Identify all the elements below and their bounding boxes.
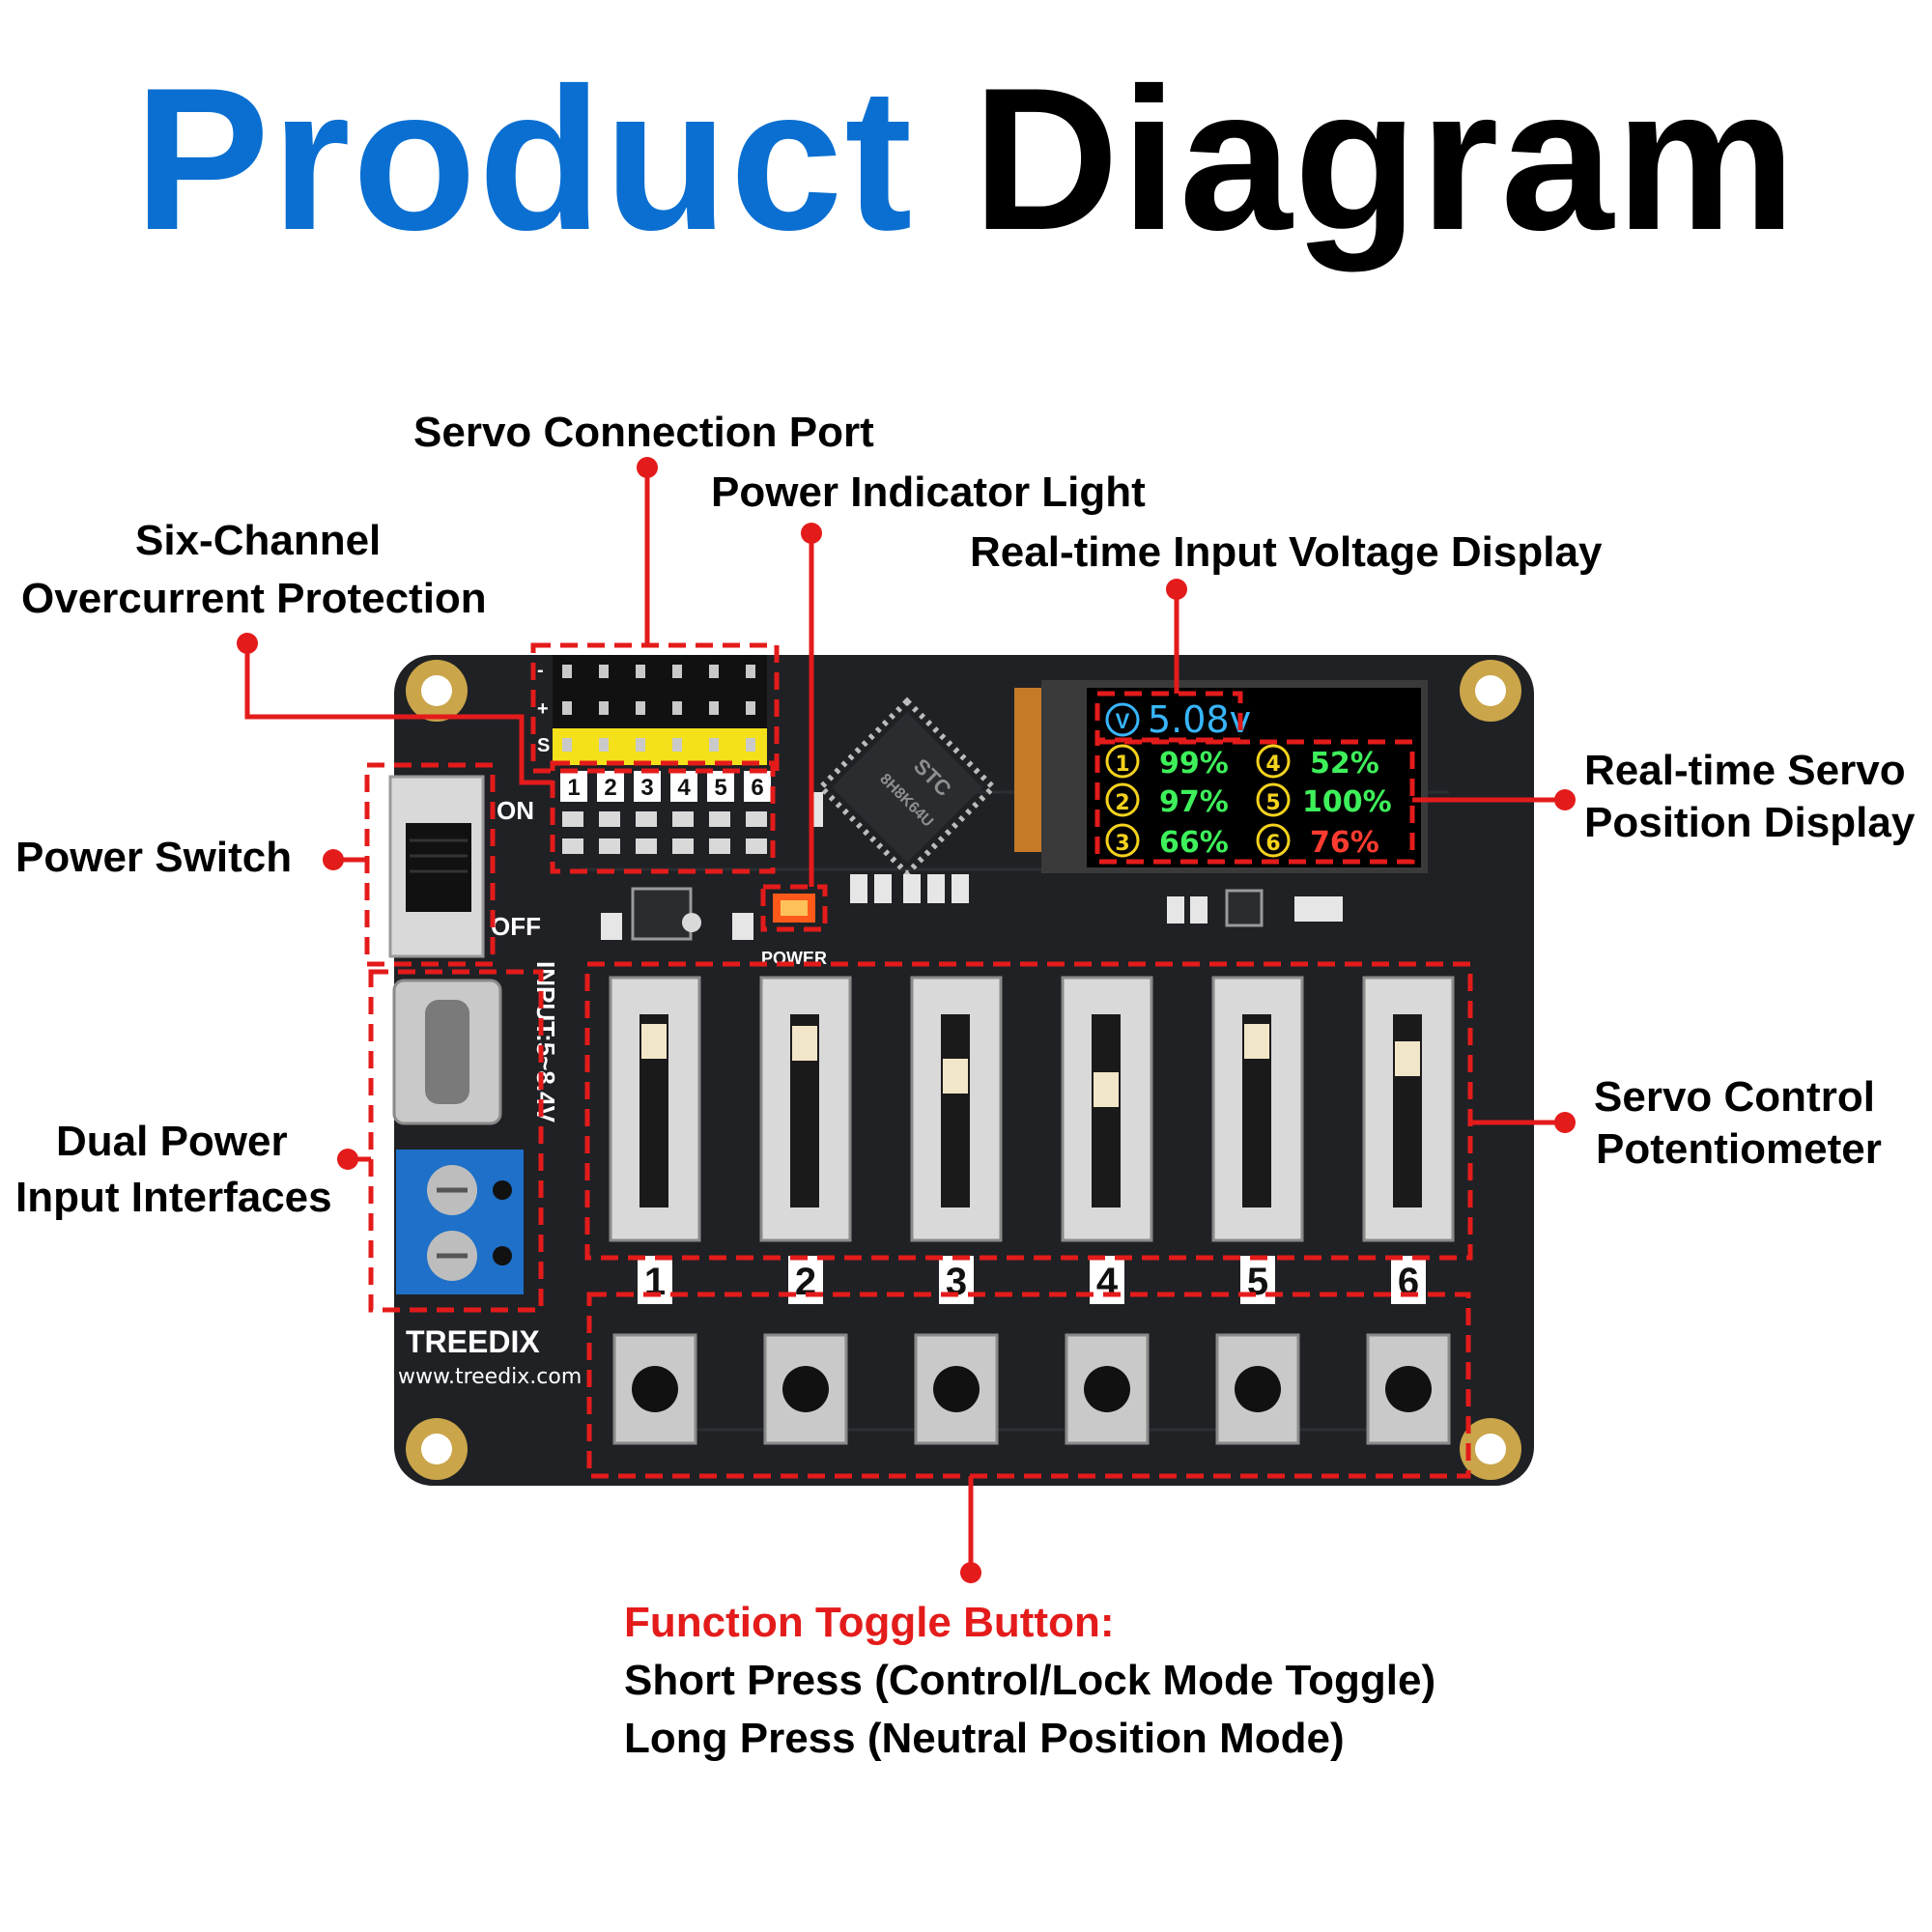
screen-ch1-num: 1 [1115, 753, 1129, 777]
label-toggle-short: Short Press (Control/Lock Mode Toggle) [624, 1657, 1436, 1704]
label-toggle-long: Long Press (Neutral Position Mode) [624, 1715, 1345, 1762]
voltage-readout: 5.08v [1148, 698, 1251, 741]
fuse-label-5: 5 [714, 775, 726, 801]
callout-box-fuses [550, 760, 776, 874]
title-diagram: Diagram [972, 45, 1799, 272]
toggle-button-4 [1065, 1333, 1150, 1445]
brand-website: www.treedix.com [398, 1365, 582, 1389]
servo-header: - + S [537, 655, 767, 765]
power-led: POWER [761, 894, 827, 968]
label-power-switch: Power Switch [15, 834, 293, 881]
screen-ch3-value: 66% [1159, 826, 1229, 860]
screen-ch1-value: 99% [1159, 747, 1229, 781]
brand-logo: TREEDIX [406, 1324, 540, 1359]
toggle-button-6 [1366, 1333, 1451, 1445]
potentiometer-3 [910, 976, 1003, 1242]
label-overcurrent-1: Six-Channel [135, 517, 382, 564]
toggle-button-5 [1215, 1333, 1300, 1445]
label-dual-power-2: Input Interfaces [15, 1174, 332, 1221]
label-overcurrent-2: Overcurrent Protection [21, 575, 487, 622]
leader-overcurrent [244, 643, 553, 785]
screen-ch2-value: 97% [1159, 785, 1229, 819]
potentiometer-2 [759, 976, 852, 1242]
label-servo-position-2: Position Display [1584, 799, 1916, 846]
screen-ch5-value: 100% [1302, 785, 1392, 819]
toggle-button-2 [763, 1333, 848, 1445]
label-power-light: Power Indicator Light [711, 469, 1146, 516]
fuse-label-3: 3 [640, 775, 653, 801]
fuse-label-6: 6 [751, 775, 763, 801]
label-potentiometer-1: Servo Control [1594, 1073, 1875, 1121]
voltage-icon: V [1116, 709, 1130, 733]
page-title: Product Diagram [0, 58, 1932, 261]
label-voltage-display: Real-time Input Voltage Display [970, 528, 1603, 576]
callout-box-dual-power [368, 969, 544, 1313]
usb-c-port [392, 979, 502, 1125]
mcu-chip: STC 8H8K64U [816, 696, 998, 878]
screen-ch4-value: 52% [1310, 747, 1379, 781]
pin-minus-label: - [537, 660, 544, 681]
fuse-label-2: 2 [604, 775, 616, 801]
oled-display: V 5.08v 1 99% 2 97% 3 66% 4 52% 5 100% 6… [1014, 680, 1428, 873]
pin-plus-label: + [537, 698, 549, 720]
title-product: Product [133, 45, 915, 272]
label-servo-port: Servo Connection Port [413, 409, 874, 456]
label-servo-position-1: Real-time Servo [1584, 747, 1906, 794]
screen-ch6-value: 76% [1310, 826, 1379, 860]
toggle-button-3 [914, 1333, 999, 1445]
label-potentiometer-2: Potentiometer [1596, 1125, 1882, 1173]
input-voltage-label: INPUT:5~8.4V [531, 961, 560, 1123]
label-toggle-title: Function Toggle Button: [624, 1598, 1114, 1649]
fuse-label-1: 1 [567, 775, 580, 801]
toggle-button-1 [612, 1333, 697, 1445]
callout-box-led [760, 884, 828, 932]
potentiometer-6 [1362, 976, 1455, 1242]
callout-box-potentiometers [584, 961, 1473, 1261]
toggle-title-text: Function Toggle Button: [624, 1599, 1115, 1646]
fuse-label-4: 4 [677, 775, 691, 801]
pin-s-label: S [537, 735, 550, 756]
fuse-row: 1 2 3 4 5 6 [560, 771, 771, 854]
power-switch: ON OFF [388, 775, 541, 958]
callout-dots [237, 457, 1576, 1583]
potentiometer-1 [609, 976, 701, 1242]
screen-ch6-num: 6 [1265, 832, 1280, 856]
on-label: ON [497, 796, 534, 825]
label-dual-power-1: Dual Power [56, 1118, 288, 1165]
off-label: OFF [491, 912, 541, 941]
callout-box-servo-port [530, 642, 780, 774]
screen-ch4-num: 4 [1265, 753, 1280, 777]
terminal-block [396, 1150, 524, 1294]
screen-ch5-num: 5 [1265, 791, 1280, 815]
callout-box-power-switch [364, 762, 496, 967]
potentiometer-4 [1061, 976, 1153, 1242]
screen-ch3-num: 3 [1115, 832, 1129, 856]
callout-box-buttons [586, 1292, 1471, 1479]
screen-ch2-num: 2 [1115, 791, 1129, 815]
potentiometer-5 [1211, 976, 1304, 1242]
mounting-holes [406, 660, 1521, 1480]
